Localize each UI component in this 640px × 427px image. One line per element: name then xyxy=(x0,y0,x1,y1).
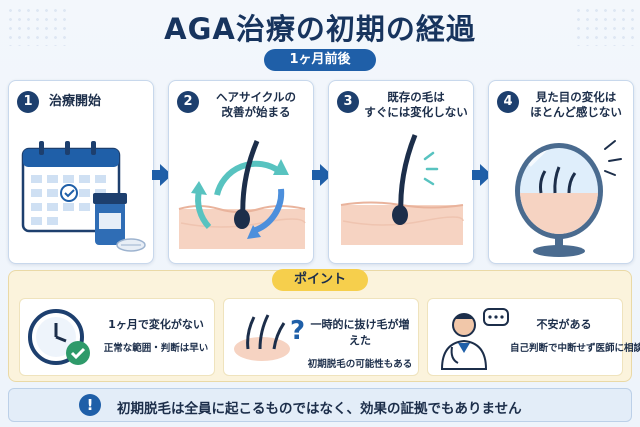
step-label: ヘアサイクルの 改善が始まる xyxy=(203,90,309,120)
point-main: 1ヶ月で変化がない xyxy=(108,318,204,331)
decor-dots-left xyxy=(6,6,66,46)
point-sub: 自己判断で中断せず医師に相談 xyxy=(510,343,640,354)
svg-text:?: ? xyxy=(290,316,305,346)
point-text: 一時的に抜け毛が増えた 初期脱毛の可能性もある xyxy=(306,317,414,375)
step-number: 1 xyxy=(17,91,39,113)
clock-check-icon xyxy=(28,309,90,365)
point-main: 一時的に抜け毛が増えた xyxy=(310,318,410,347)
point-card-1: 1ヶ月で変化がない 正常な範囲・判断は早い xyxy=(19,298,215,376)
step-label: 治療開始 xyxy=(49,94,102,109)
point-sub: 正常な範囲・判断は早い xyxy=(103,343,209,354)
decor-dots-right xyxy=(574,6,634,46)
notice-text: 初期脱毛は全員に起こるものではなく、効果の証拠でもありません xyxy=(117,401,522,417)
step-label: 見た目の変化は ほとんど感じない xyxy=(523,90,629,120)
hair-cycle-icon xyxy=(178,140,306,249)
step-label-line: ほとんど感じない xyxy=(530,105,622,119)
step-card-3: 3 既存の毛は すぐには変化しない xyxy=(328,80,474,264)
step-card-2: 2 ヘアサイクルの 改善が始まる xyxy=(168,80,314,264)
existing-hair-icon xyxy=(340,134,464,245)
point-sub: 初期脱毛の可能性もある xyxy=(307,359,413,370)
points-panel: ポイント 1ヶ月で変化がない 正常な範囲・判断は早い ? 一時的に抜け毛が増えた… xyxy=(8,269,640,382)
step-label-line: 既存の毛は xyxy=(387,90,445,104)
point-main: 不安がある xyxy=(536,318,592,331)
step-card-4: 4 見た目の変化は ほとんど感じない xyxy=(488,80,634,264)
mirror-icon xyxy=(515,140,622,257)
point-card-2: ? 一時的に抜け毛が増えた 初期脱毛の可能性もある xyxy=(223,298,419,376)
point-text: 不安がある 自己判断で中断せず医師に相談 xyxy=(510,317,640,359)
hair-question-icon: ? xyxy=(234,314,305,361)
point-card-3: 不安がある 自己判断で中断せず医師に相談 xyxy=(427,298,640,376)
step-label-line: ヘアサイクルの xyxy=(216,90,296,104)
exclamation-icon: ! xyxy=(79,394,101,416)
step-label-line: 見た目の変化は xyxy=(535,90,617,104)
notice-bar: ! 初期脱毛は全員に起こるものではなく、効果の証拠でもありません xyxy=(8,388,632,422)
doctor-chat-icon xyxy=(440,308,509,370)
points-heading: ポイント xyxy=(272,269,368,291)
step-label: 既存の毛は すぐには変化しない xyxy=(363,90,469,120)
period-badge: 1ヶ月前後 xyxy=(264,49,376,71)
calendar-medicine-icon xyxy=(21,141,146,252)
step-label-line: すぐには変化しない xyxy=(364,105,468,119)
step-label-line: 改善が始まる xyxy=(221,105,291,119)
step-card-1: 1 治療開始 xyxy=(8,80,154,264)
step-number: 2 xyxy=(177,91,199,113)
step-number: 4 xyxy=(497,91,519,113)
page-title: AGA治療の初期の経過 xyxy=(164,12,476,46)
step-number: 3 xyxy=(337,91,359,113)
point-text: 1ヶ月で変化がない 正常な範囲・判断は早い xyxy=(102,317,210,359)
